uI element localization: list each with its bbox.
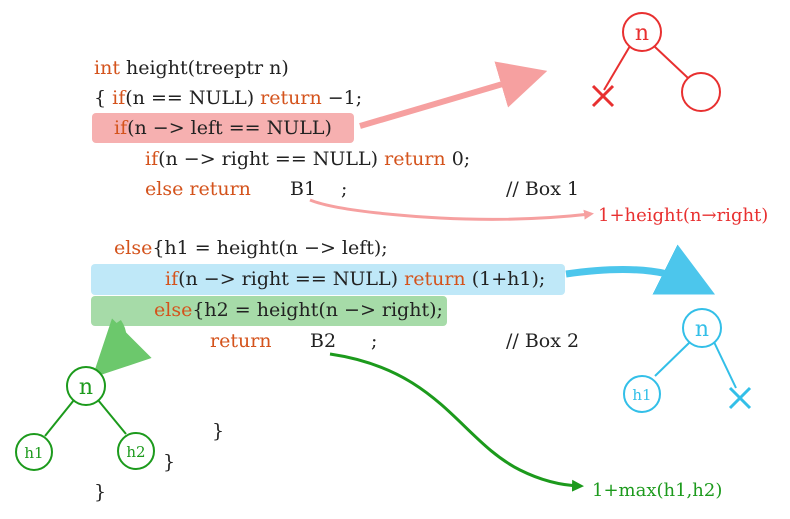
green-tree-root-node [66, 366, 106, 406]
arrow-b2-to-result [329, 352, 584, 492]
keyword-int: int [94, 57, 120, 79]
keyword-return: return [210, 330, 272, 352]
blue-tree-left-node [623, 375, 661, 413]
red-tree-root-node [622, 12, 662, 52]
function-signature: height(treeptr n) [126, 57, 289, 79]
close-brace-inner: } [212, 420, 225, 442]
condition-right-null: (n −> right == NULL) [158, 148, 379, 170]
code-line-6: else{h1 = height(n −> left); [114, 236, 388, 260]
condition-right-null: (n −> right == NULL) [178, 268, 399, 290]
blue-tree-root-label: n [695, 317, 709, 342]
green-tree-left-node [15, 433, 53, 471]
red-tree-right-node [681, 72, 721, 112]
arrow-to-blue-tree [565, 244, 716, 295]
keyword-return: return [404, 268, 466, 290]
keyword-if: if [145, 148, 159, 170]
code-line-2: { if(n == NULL) return −1; [94, 86, 362, 110]
open-brace: { [94, 87, 107, 109]
condition-null: (n == NULL) [125, 87, 255, 109]
return-value: 0; [451, 148, 471, 170]
keyword-else: else [114, 237, 153, 259]
box2-result-label: 1+max(h1,h2) [592, 480, 723, 501]
highlight-left-null [92, 113, 354, 143]
code-line-8: else{h2 = height(n −> right); [154, 298, 443, 322]
assign-h1: {h1 = height(n −> left); [152, 237, 388, 259]
keyword-return: return [384, 148, 446, 170]
assign-h2: {h2 = height(n −> right); [192, 299, 443, 321]
keyword-if: if [114, 117, 128, 139]
keyword-return: return [260, 87, 322, 109]
code-line-4: if(n −> right == NULL) return 0; [145, 147, 470, 171]
code-line-7: if(n −> right == NULL) return (1+h1); [165, 267, 545, 291]
return-value: (1+h1); [471, 268, 546, 290]
code-line-3: if(n −> left == NULL) [114, 116, 332, 140]
code-line-1: int height(treeptr n) [94, 56, 289, 80]
blue-tree: n h1 [623, 308, 752, 413]
close-brace-function: } [94, 481, 107, 503]
keyword-if: if [112, 87, 126, 109]
blue-tree-null-right-icon [728, 386, 752, 410]
red-tree-root-label: n [635, 21, 649, 46]
close-brace-else: } [163, 451, 176, 473]
keyword-if: if [165, 268, 179, 290]
box-b2-label: B2 [310, 330, 337, 352]
arrow-b1-to-result [309, 198, 594, 221]
arrow-to-green-tree [92, 318, 152, 378]
code-line-9: return [210, 329, 272, 353]
return-value: −1; [327, 87, 363, 109]
box1-result-label: 1+height(n→right) [598, 205, 769, 226]
highlight-right-null [91, 264, 565, 295]
green-tree-right-label: h2 [126, 443, 145, 461]
comment-box-1: // Box 1 [506, 178, 580, 200]
blue-tree-left-label: h1 [632, 386, 651, 404]
green-tree-left-label: h1 [24, 444, 43, 462]
comment-box-2: // Box 2 [506, 330, 580, 352]
green-tree-right-node [117, 432, 155, 470]
keyword-else: else [145, 178, 184, 200]
red-tree: n [591, 12, 721, 112]
box-b2-semicolon: ; [371, 330, 378, 352]
green-tree: n h1 h2 [15, 366, 155, 471]
box-b1-label: B1 [290, 178, 317, 200]
condition-left-null: (n −> left == NULL) [127, 117, 332, 139]
keyword-else: else [154, 299, 193, 321]
red-tree-null-left-icon [591, 84, 615, 108]
green-tree-root-label: n [79, 375, 93, 400]
blue-tree-root-node [682, 308, 722, 348]
box-b1-semicolon: ; [341, 178, 348, 200]
keyword-return: return [189, 178, 251, 200]
arrow-to-red-tree [359, 61, 548, 129]
code-line-5: else return [145, 177, 251, 201]
